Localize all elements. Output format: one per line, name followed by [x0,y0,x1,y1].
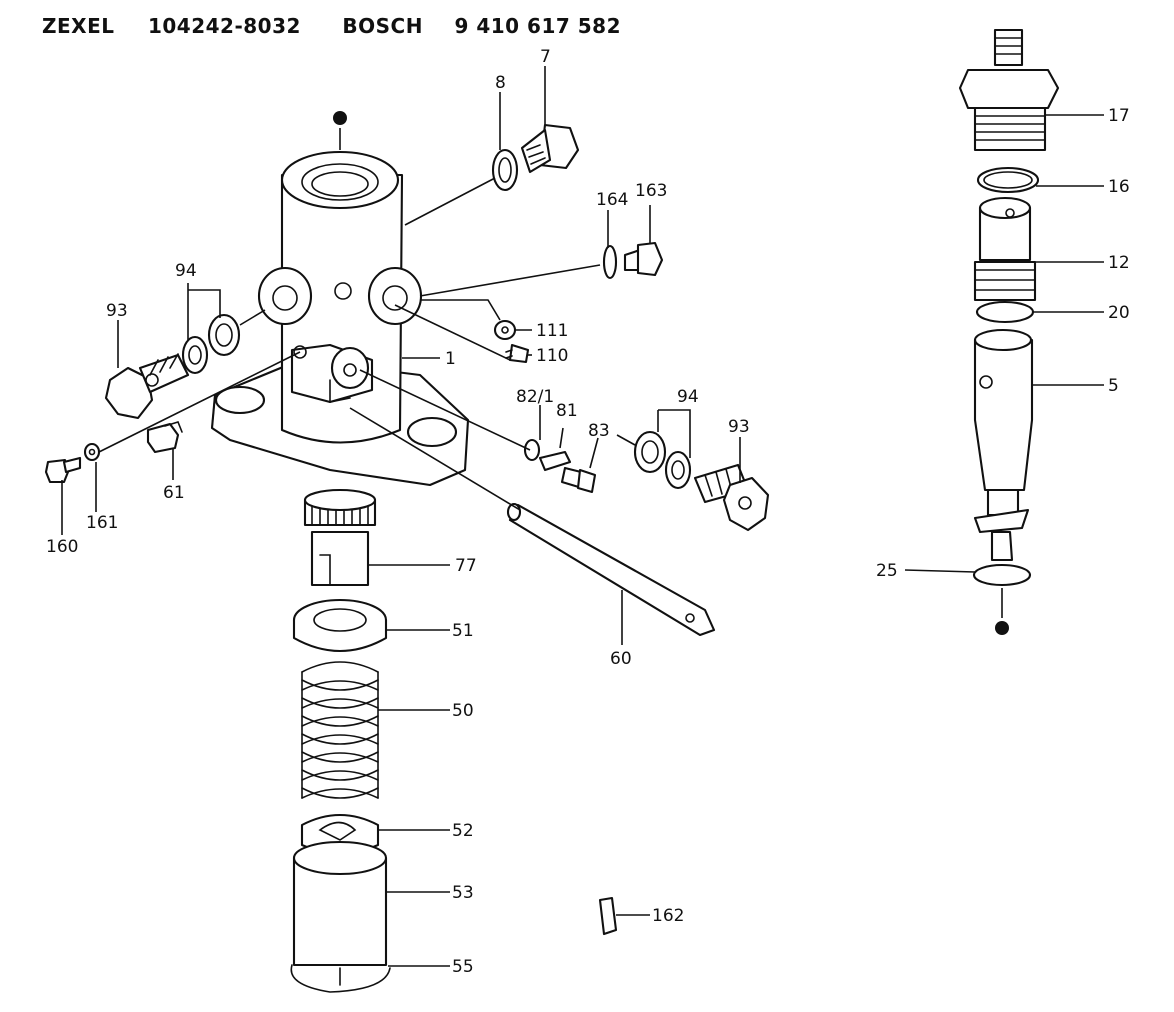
callout-77: 77 [455,556,477,576]
callout-94-left: 94 [175,261,197,281]
reference-dot-top [333,111,347,125]
callout-164: 164 [596,190,628,210]
callout-82-1: 82/1 [516,387,554,407]
callout-160: 160 [46,537,78,557]
nozzle-nut-5 [973,328,1034,562]
zexel-part-number: 104242-8032 [147,14,301,38]
spring-seat-51 [292,598,388,652]
callout-25: 25 [876,561,898,581]
callout-162: 162 [652,906,684,926]
callout-81: 81 [556,401,578,421]
tappet-53 [292,840,388,967]
callout-60: 60 [610,649,632,669]
callout-55: 55 [452,957,474,977]
callout-83: 83 [588,421,610,441]
washer-94-right-b [664,450,692,490]
callout-111: 111 [536,321,568,341]
callout-163: 163 [635,181,667,201]
callout-20: 20 [1108,303,1130,323]
washer-164 [602,244,618,280]
callout-7: 7 [540,47,551,67]
banjo-bolt-93-right [693,463,770,532]
reference-dot-bottom [995,621,1009,635]
washer-94-right-a [633,430,667,474]
nozzle-holder-17 [958,28,1060,152]
callout-50: 50 [452,701,474,721]
maker-bosch: BOSCH [342,14,423,38]
callout-161: 161 [86,513,118,533]
callout-93-left: 93 [106,301,128,321]
seal-20 [975,300,1035,324]
callout-51: 51 [452,621,474,641]
control-sleeve-77 [303,488,377,587]
washer-8 [491,148,519,192]
screw-110 [505,343,530,364]
maker-zexel: ZEXEL [42,14,115,38]
callout-8: 8 [495,73,506,93]
nozzle-12 [973,196,1037,302]
washer-94-left-b [207,313,241,357]
diagram-header: ZEXEL 104242-8032 BOSCH 9 410 617 582 [42,14,621,44]
washer-82-1 [523,438,541,462]
plug-screw-7 [520,123,580,174]
callout-12: 12 [1108,253,1130,273]
washer-94-left-a [181,335,209,375]
callout-94-right: 94 [677,387,699,407]
callout-1: 1 [445,349,456,369]
clip-81 [538,450,572,472]
control-rack-60 [506,502,716,637]
washer-111 [493,319,517,341]
callout-52: 52 [452,821,474,841]
o-ring-16 [976,166,1040,194]
plunger-spring-50 [301,661,379,799]
callout-61: 61 [163,483,185,503]
callout-16: 16 [1108,177,1130,197]
circlip-55 [290,964,391,993]
callout-5: 5 [1108,376,1119,396]
callout-110: 110 [536,346,568,366]
bosch-part-number: 9 410 617 582 [454,14,622,38]
washer-161 [83,442,101,462]
callout-93-right: 93 [728,417,750,437]
screw-163 [623,241,664,277]
screw-160 [44,456,82,484]
callout-53: 53 [452,883,474,903]
callout-17: 17 [1108,106,1130,126]
plug-61 [146,421,183,454]
screw-83 [560,466,597,494]
key-162 [598,896,618,936]
banjo-bolt-93-left [104,353,190,420]
ring-25 [972,563,1032,587]
